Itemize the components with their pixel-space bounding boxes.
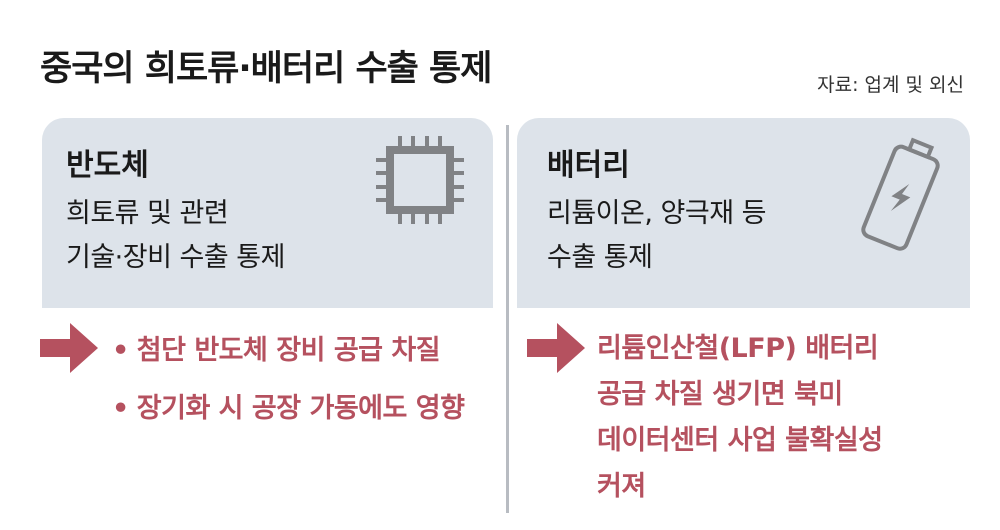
column-divider [506, 125, 509, 513]
semiconductor-panel: 반도체 희토류 및 관련 기술·장비 수출 통제 [42, 118, 493, 308]
semiconductor-heading: 반도체 [66, 148, 149, 183]
arrow-right-icon [527, 323, 585, 373]
semiconductor-impact-list: 첨단 반도체 장비 공급 차질 장기화 시 공장 가동에도 영향 [112, 322, 465, 438]
impact-line: 데이터센터 사업 불확실성 [597, 425, 883, 456]
impact-line: 공급 차질 생기면 북미 [597, 379, 843, 410]
impact-line: 커져 [597, 471, 646, 502]
arrow-right-icon [40, 323, 98, 373]
chip-icon [376, 136, 464, 224]
battery-icon [861, 137, 940, 251]
semiconductor-desc: 희토류 및 관련 기술·장비 수출 통제 [66, 192, 285, 280]
desc-line: 수출 통제 [547, 242, 653, 273]
desc-line: 리튬이온, 양극재 등 [547, 198, 766, 229]
impact-bullet: 장기화 시 공장 가동에도 영향 [112, 380, 465, 438]
battery-heading: 배터리 [547, 148, 630, 183]
desc-line: 기술·장비 수출 통제 [66, 242, 285, 273]
impact-bullet: 첨단 반도체 장비 공급 차질 [112, 322, 464, 380]
source-note: 자료: 업계 및 외신 [817, 74, 964, 96]
battery-impact-text: 리튬인산철(LFP) 배터리 공급 차질 생기면 북미 데이터센터 사업 불확실… [597, 326, 883, 510]
page-title: 중국의 희토류·배터리 수출 통제 [40, 49, 492, 89]
battery-panel: 배터리 리튬이온, 양극재 등 수출 통제 [517, 118, 970, 308]
desc-line: 희토류 및 관련 [66, 198, 229, 229]
impact-line: 리튬인산철(LFP) 배터리 [597, 333, 879, 364]
battery-desc: 리튬이온, 양극재 등 수출 통제 [547, 192, 766, 280]
